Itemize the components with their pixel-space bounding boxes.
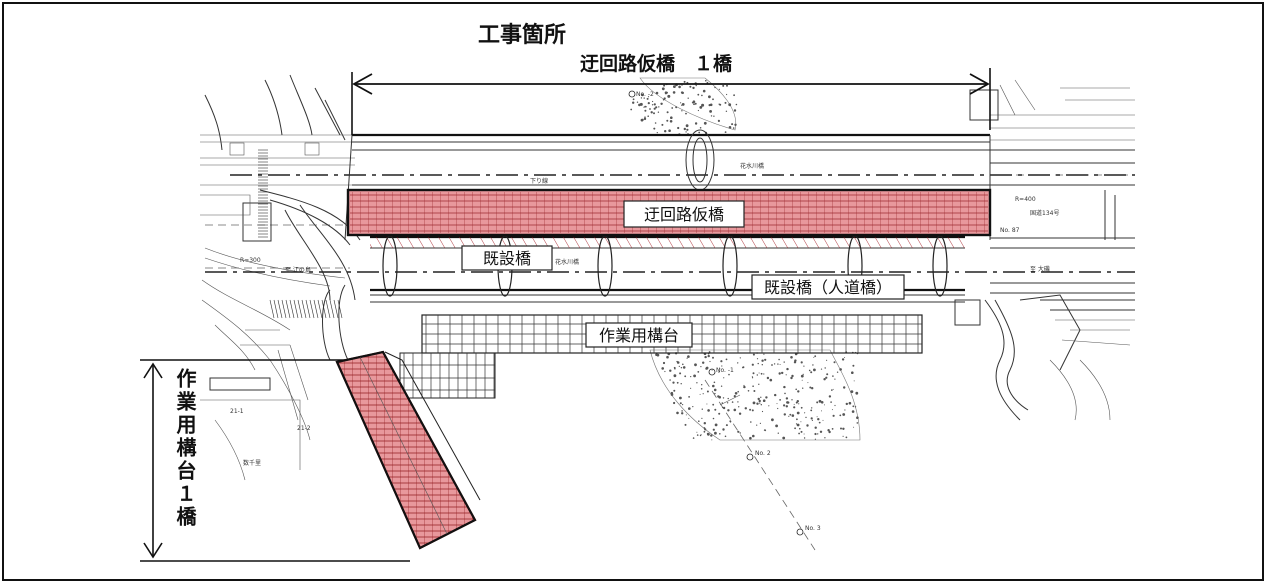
- svg-text:花水川橋: 花水川橋: [740, 162, 764, 170]
- svg-text:No. 3: No. 3: [805, 525, 821, 532]
- temp-bridge-text: 迂回路仮橋: [644, 205, 724, 224]
- svg-text:国道134号: 国道134号: [1030, 209, 1059, 217]
- work-platform-text: 作業用構台: [599, 326, 679, 345]
- platform-dimension: [140, 359, 410, 562]
- existing-bridge-label: 既設橋: [461, 245, 553, 271]
- temp-bridge-span-label: 迂回路仮橋 １橋: [580, 52, 733, 75]
- svg-text:21-1: 21-1: [230, 408, 244, 415]
- work-platform-label: 作業用構台: [585, 322, 693, 348]
- survey-centerline: No. -2 No. -1 No. 2 No. 3: [628, 90, 821, 551]
- span-dimension: [351, 68, 991, 135]
- svg-text:R=300: R=300: [240, 257, 261, 264]
- plan-linework-right: R=400 国道134号 No. 87 至 大磯: [954, 79, 1135, 421]
- svg-text:至 大磯: 至 大磯: [1030, 265, 1050, 273]
- svg-text:No. 2: No. 2: [755, 450, 771, 457]
- work-platform-bridge: [335, 350, 481, 550]
- plan-linework-left: 21-1 21-2 数千里: [200, 74, 373, 481]
- dimension-arrow-icon: [969, 73, 990, 95]
- svg-text:No. -2: No. -2: [636, 91, 654, 98]
- gravel-area-north: [630, 77, 738, 136]
- svg-text:No. -1: No. -1: [716, 367, 734, 374]
- svg-text:R=400: R=400: [1015, 196, 1036, 203]
- svg-text:数千里: 数千里: [243, 459, 261, 467]
- existing-ped-bridge-text: 既設橋（人道橋）: [764, 278, 892, 297]
- svg-text:至 江の島: 至 江の島: [285, 266, 311, 274]
- existing-bridge-text: 既設橋: [483, 249, 531, 268]
- construction-site-title: 工事箇所: [478, 22, 566, 48]
- existing-ped-bridge-label: 既設橋（人道橋）: [751, 274, 905, 300]
- svg-text:21-2: 21-2: [297, 425, 311, 432]
- svg-text:No. 87: No. 87: [1000, 227, 1020, 234]
- work-platform-count-label: 作業用構台１橋: [173, 367, 197, 529]
- svg-text:花水川橋: 花水川橋: [555, 258, 579, 266]
- svg-text:下り線: 下り線: [530, 177, 548, 185]
- dimension-arrow-icon: [352, 73, 373, 95]
- temp-bridge-label: 迂回路仮橋: [623, 200, 745, 228]
- gravel-area-south: [649, 349, 861, 441]
- upper-piers: [685, 129, 715, 191]
